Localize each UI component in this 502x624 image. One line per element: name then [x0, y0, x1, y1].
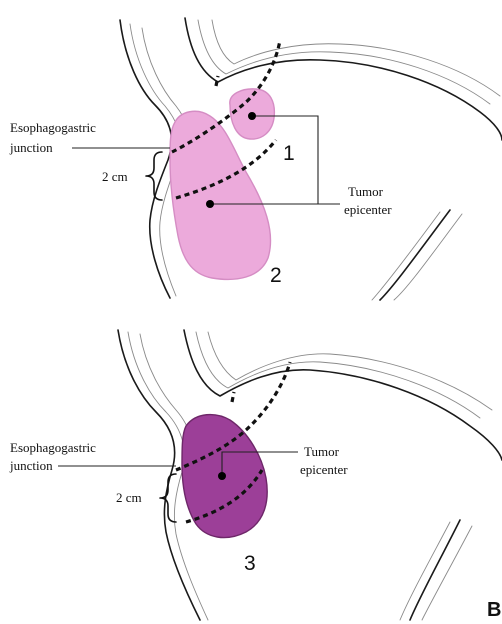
dotted-ejunction-mark-bottom — [232, 392, 234, 402]
bottom-panel: Esophagogastric junction 2 cm Tumor epic… — [9, 330, 502, 620]
ejunction-label-line2-top: junction — [9, 140, 53, 155]
top-panel: Esophagogastric junction 2 cm Tumor epic… — [9, 18, 502, 300]
esophagus-left-wall-top — [120, 20, 172, 298]
panel-letter: B — [487, 599, 501, 621]
stomach-lesser-inner-bottom — [400, 522, 450, 620]
tumor-label-line2-top: epicenter — [344, 202, 392, 217]
distance-brace-top — [146, 152, 162, 200]
tumor-label-line2-bottom: epicenter — [300, 462, 348, 477]
tumor-1-epicenter-dot — [248, 112, 256, 120]
tumor-label-line1-bottom: Tumor — [304, 444, 340, 459]
stomach-lesser-inner-bottom-2 — [422, 526, 472, 620]
tumor-number-2: 2 — [270, 264, 282, 287]
tumor-number-1: 1 — [283, 142, 295, 165]
tumor-3-epicenter-dot — [218, 472, 226, 480]
ejunction-label-line2-bottom: junction — [9, 458, 53, 473]
stomach-inner-line-top-2 — [212, 20, 500, 96]
tumor-label-line1-top: Tumor — [348, 184, 384, 199]
ejunction-label-line1-top: Esophagogastric — [10, 120, 96, 135]
stomach-lesser-curve-bottom — [410, 520, 460, 620]
tumor-number-3: 3 — [244, 552, 256, 575]
stomach-lesser-inner-top-2 — [394, 214, 462, 300]
distance-label-bottom: 2 cm — [116, 490, 142, 505]
distance-label-top: 2 cm — [102, 169, 128, 184]
tumor-2-epicenter-dot — [206, 200, 214, 208]
stomach-lesser-curve-top — [380, 210, 450, 300]
distance-brace-bottom — [160, 474, 176, 522]
ejunction-label-line1-bottom: Esophagogastric — [10, 440, 96, 455]
